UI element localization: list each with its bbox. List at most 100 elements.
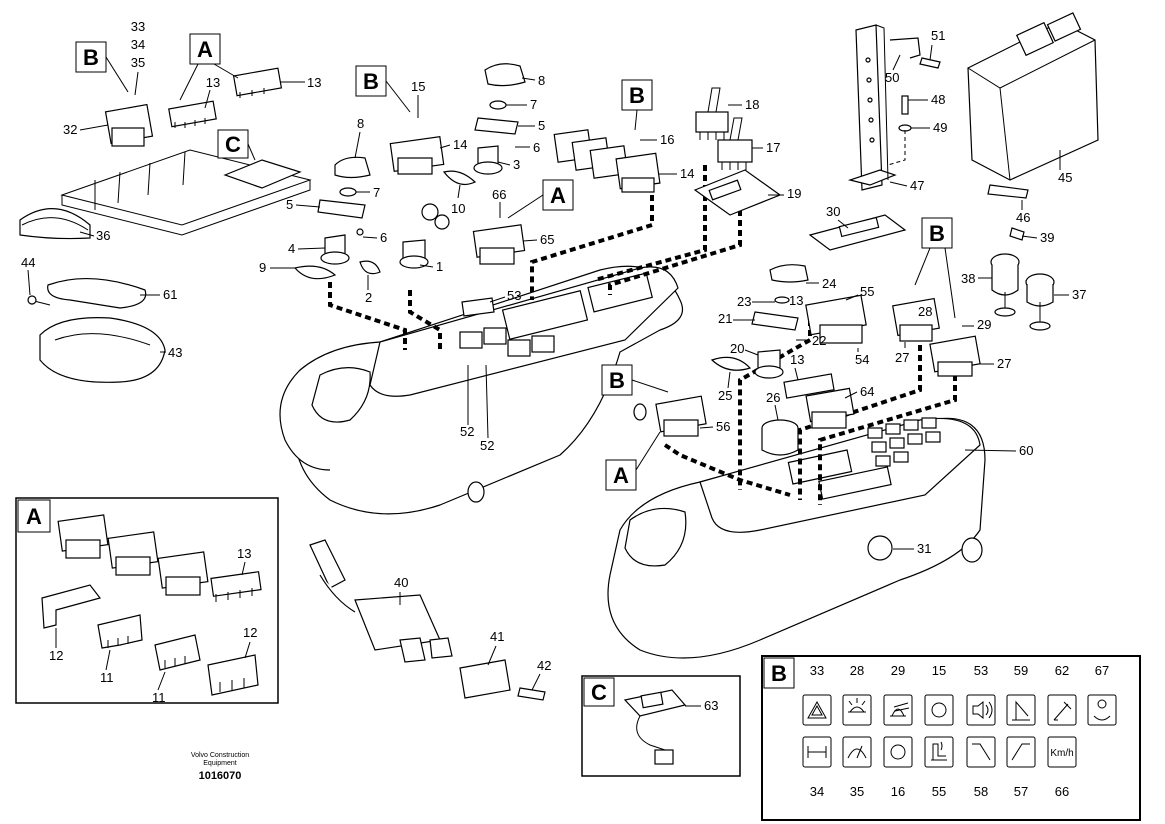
svg-text:50: 50 — [885, 70, 899, 85]
legend-bottom-55: 55 — [932, 784, 946, 799]
work-light-icon — [848, 698, 866, 713]
svg-text:A: A — [26, 504, 42, 529]
svg-text:47: 47 — [910, 178, 924, 193]
svg-text:8: 8 — [538, 73, 545, 88]
svg-text:18: 18 — [745, 97, 759, 112]
svg-text:22: 22 — [812, 333, 826, 348]
svg-text:5: 5 — [538, 118, 545, 133]
svg-text:16: 16 — [660, 132, 674, 147]
legend-bottom-57: 57 — [1014, 784, 1028, 799]
svg-text:17: 17 — [766, 140, 780, 155]
svg-text:49: 49 — [933, 120, 947, 135]
svg-text:27: 27 — [997, 356, 1011, 371]
drawing-footer: Volvo Construction Equipment 1016070 — [170, 752, 270, 782]
svg-text:28: 28 — [918, 304, 932, 319]
left-console-parts — [293, 63, 526, 317]
toggle-switches — [693, 87, 782, 216]
svg-text:26: 26 — [766, 390, 780, 405]
svg-text:10: 10 — [451, 201, 465, 216]
speed-unit-label: Km/h — [1050, 748, 1073, 759]
svg-text:43: 43 — [168, 345, 182, 360]
svg-text:63: 63 — [704, 698, 718, 713]
legend-top-62: 62 — [1055, 663, 1069, 678]
svg-text:C: C — [591, 680, 607, 705]
svg-text:39: 39 — [1040, 230, 1054, 245]
detail-C-panel: C 63 — [581, 675, 741, 777]
svg-text:45: 45 — [1058, 170, 1072, 185]
svg-text:A: A — [197, 37, 213, 62]
svg-text:B: B — [629, 83, 645, 108]
svg-text:B: B — [363, 69, 379, 94]
svg-text:7: 7 — [530, 97, 537, 112]
speaker-icon — [972, 700, 993, 720]
callout-box-B-1: B — [75, 41, 107, 73]
svg-text:12: 12 — [243, 625, 257, 640]
steering-switch — [309, 539, 546, 701]
svg-text:19: 19 — [787, 186, 801, 201]
width-icon — [807, 746, 827, 758]
svg-text:20: 20 — [730, 341, 744, 356]
svg-text:4: 4 — [288, 241, 295, 256]
legend-top-29: 29 — [891, 663, 905, 678]
legend-bottom-16: 16 — [891, 784, 905, 799]
svg-text:64: 64 — [860, 384, 874, 399]
legend-bottom-35: 35 — [850, 784, 864, 799]
ramp-down-icon — [972, 743, 991, 761]
svg-text:41: 41 — [490, 629, 504, 644]
power-sockets — [990, 227, 1055, 331]
svg-text:51: 51 — [931, 28, 945, 43]
svg-text:B: B — [929, 221, 945, 246]
svg-text:31: 31 — [917, 541, 931, 556]
svg-text:9: 9 — [259, 260, 266, 275]
callout-box-B-5: B — [601, 364, 633, 396]
svg-text:30: 30 — [826, 204, 840, 219]
boom-icon — [1012, 700, 1030, 721]
svg-text:13: 13 — [237, 546, 251, 561]
svg-text:42: 42 — [537, 658, 551, 673]
callout-box-C-1: C — [217, 129, 249, 159]
svg-text:66: 66 — [492, 187, 506, 202]
callout-34: 34 — [131, 37, 145, 52]
svg-text:13: 13 — [307, 75, 321, 90]
svg-text:7: 7 — [373, 185, 380, 200]
detail-B-legend: Km/h B 33 28 29 15 53 59 62 67 — [761, 655, 1141, 821]
seat-heat-icon — [931, 741, 947, 761]
right-console — [607, 417, 986, 659]
numeric-callouts: 33 34 35 13 13 32 36 44 61 43 8 7 5 4 6 … — [21, 19, 1086, 691]
svg-text:56: 56 — [716, 419, 730, 434]
callout-box-B-2: B — [355, 65, 387, 97]
callout-35: 35 — [131, 55, 145, 70]
svg-text:29: 29 — [977, 317, 991, 332]
detail-A-panel: A 13 12 11 11 12 — [15, 497, 279, 705]
legend-top-33: 33 — [810, 663, 824, 678]
wiper-icon — [847, 745, 867, 759]
callout-box-B-4: B — [921, 217, 953, 249]
svg-text:25: 25 — [718, 388, 732, 403]
brand-line-2: Equipment — [203, 760, 237, 767]
switch-bank-16 — [553, 129, 661, 193]
svg-text:12: 12 — [49, 648, 63, 663]
callout-box-B-3: B — [621, 79, 653, 111]
callout-box-A-2: A — [542, 179, 574, 211]
svg-text:37: 37 — [1072, 287, 1086, 302]
svg-text:61: 61 — [163, 287, 177, 302]
svg-text:55: 55 — [860, 284, 874, 299]
legend-bottom-58: 58 — [974, 784, 988, 799]
svg-text:C: C — [225, 132, 241, 157]
svg-text:11: 11 — [100, 670, 114, 685]
svg-text:65: 65 — [540, 232, 554, 247]
svg-text:21: 21 — [718, 311, 732, 326]
svg-text:1: 1 — [436, 259, 443, 274]
svg-text:48: 48 — [931, 92, 945, 107]
legend-bottom-34: 34 — [810, 784, 824, 799]
svg-text:60: 60 — [1019, 443, 1033, 458]
svg-text:53: 53 — [507, 288, 521, 303]
top-left-panel — [19, 67, 312, 240]
legend-top-28: 28 — [850, 663, 864, 678]
svg-text:13: 13 — [790, 352, 804, 367]
legend-top-59: 59 — [1014, 663, 1028, 678]
switch-32 — [104, 103, 154, 147]
legend-bottom-66: 66 — [1055, 784, 1069, 799]
svg-text:36: 36 — [96, 228, 110, 243]
svg-text:2: 2 — [365, 290, 372, 305]
